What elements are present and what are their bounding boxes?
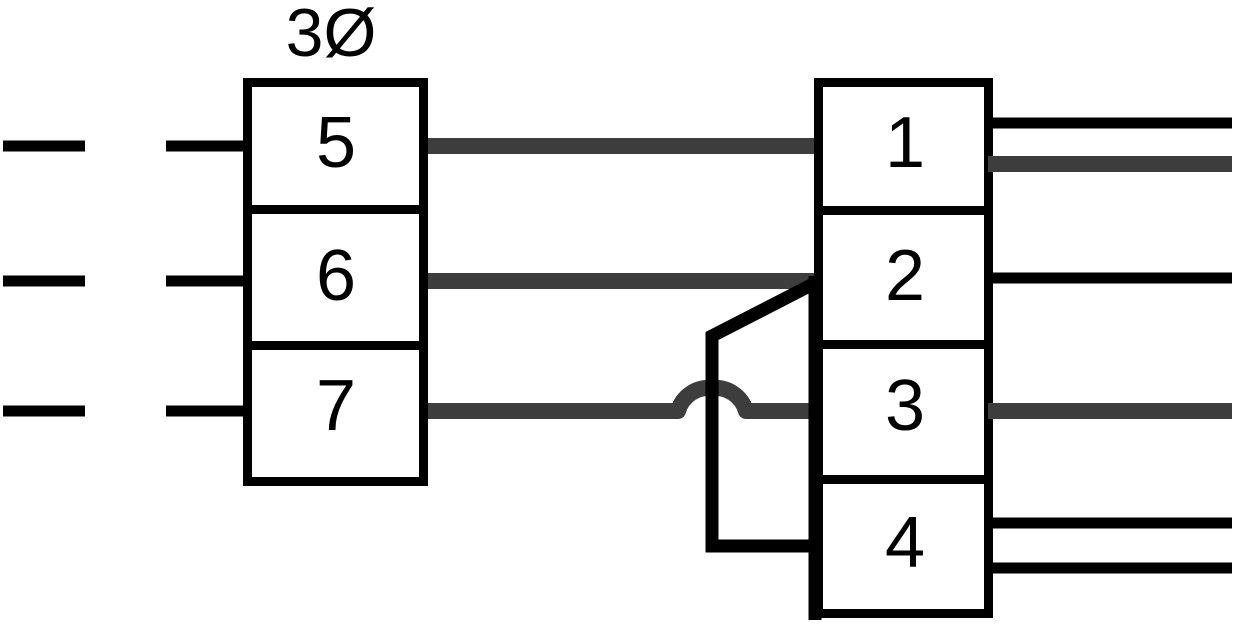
right-cell-4[interactable] (814, 475, 993, 618)
left-cell-5-label: 5 (316, 103, 356, 183)
left-input-stubs (3, 140, 85, 417)
left-cell-6[interactable] (243, 205, 428, 350)
right-terminal-block[interactable]: 1 2 3 4 (814, 78, 993, 618)
left-cell-6-label: 6 (316, 236, 356, 316)
phase-label: 3Ø (286, 0, 377, 71)
left-cell-7[interactable] (243, 341, 428, 486)
right-cell-4-label: 4 (885, 503, 925, 583)
right-output-wires (988, 117, 1232, 574)
right-cell-3-label: 3 (885, 366, 925, 446)
right-cell-2[interactable] (814, 206, 993, 349)
jumper-polyline (705, 275, 822, 553)
right-cell-1-label: 1 (885, 103, 925, 183)
jumper-2-to-4 (705, 275, 822, 620)
left-feed-lines (166, 140, 248, 417)
left-cell-7-label: 7 (316, 366, 356, 446)
right-cell-2-label: 2 (885, 236, 925, 316)
left-terminal-block[interactable]: 5 6 7 (243, 78, 428, 486)
right-cell-1[interactable] (814, 78, 993, 215)
gray-link-7-to-3-with-hop (424, 379, 819, 419)
right-cell-3[interactable] (814, 340, 993, 484)
left-cell-5[interactable] (243, 78, 428, 214)
gray-link-wires (424, 138, 819, 419)
